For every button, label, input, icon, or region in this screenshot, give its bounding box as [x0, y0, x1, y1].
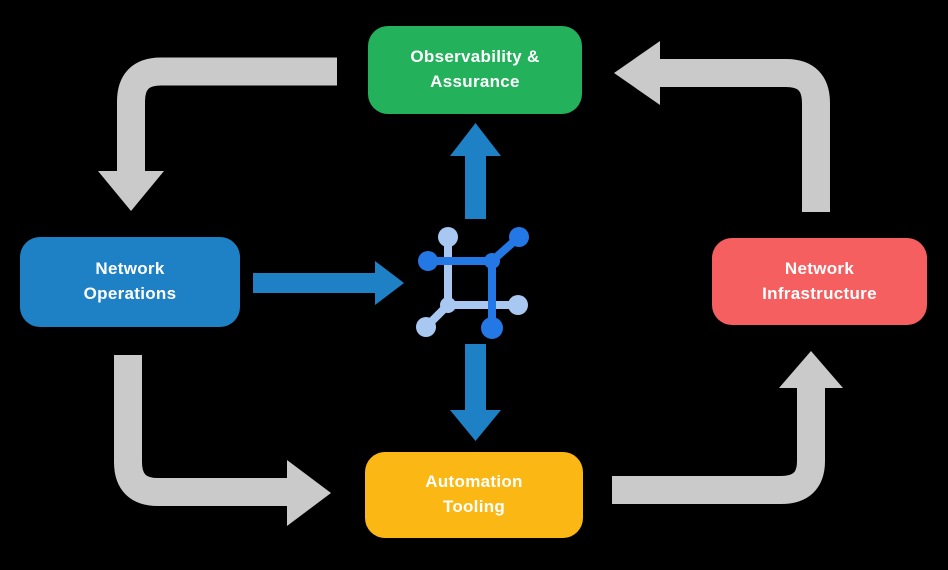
node-label-line: Observability &	[410, 47, 540, 67]
arrow-operations-to-center	[253, 261, 404, 305]
node-label-line: Network	[784, 258, 855, 278]
arrow-center-to-automation	[450, 344, 501, 441]
node-label-line: Tooling	[442, 497, 506, 516]
network-mesh-icon	[416, 227, 529, 339]
arrow-center-to-observability	[450, 123, 501, 219]
node-label-line: Operations	[83, 284, 177, 303]
arrow-observability-to-operations	[98, 57, 337, 211]
arrow-operations-to-automation	[114, 355, 331, 526]
arrow-infrastructure-to-observability	[614, 41, 830, 212]
node-label-line: Network	[95, 259, 165, 279]
arrow-automation-to-infrastructure	[612, 351, 843, 504]
node-automation-tooling: Automation Tooling	[365, 452, 583, 538]
node-observability-assurance: Observability & Assurance	[368, 26, 582, 114]
node-network-operations: Network Operations	[20, 237, 240, 327]
node-network-infrastructure: Network Infrastructure	[712, 238, 927, 325]
node-label-line: Assurance	[430, 72, 520, 91]
node-label-line: Infrastructure	[762, 283, 877, 303]
node-label-line: Automation	[425, 472, 523, 492]
